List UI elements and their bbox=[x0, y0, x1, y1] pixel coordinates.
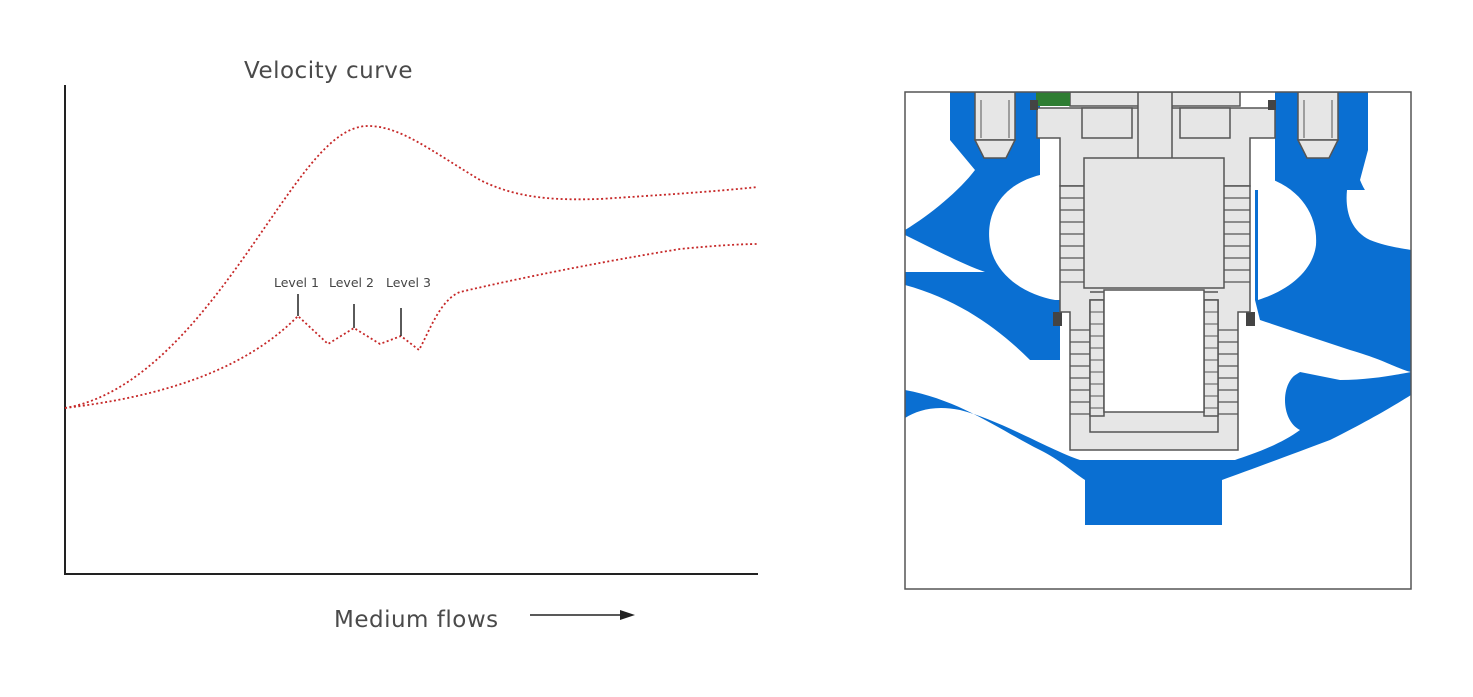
chart-title: Velocity curve bbox=[244, 58, 413, 84]
cage-ports-left bbox=[1060, 197, 1090, 415]
seal-green bbox=[1036, 92, 1070, 106]
level-2-label: Level 2 bbox=[329, 275, 374, 290]
level-1-label: Level 1 bbox=[274, 275, 319, 290]
x-axis-label: Medium flows bbox=[334, 607, 499, 633]
valve-body bbox=[905, 92, 1411, 525]
cage-ports-right bbox=[1218, 197, 1250, 415]
body-cavities bbox=[905, 175, 1411, 398]
valve-cross-section bbox=[904, 91, 1412, 590]
bolt-left bbox=[973, 92, 1017, 159]
velocity-curve-diagram: Velocity curve Level 1 Level 2 Level 3 M… bbox=[64, 58, 759, 633]
valve-plug bbox=[1103, 289, 1205, 413]
level-3-label: Level 3 bbox=[386, 275, 431, 290]
inner-cage-ports bbox=[1090, 311, 1218, 409]
gaskets bbox=[1030, 100, 1276, 326]
valve-frame bbox=[904, 91, 1412, 590]
flow-arrow-icon bbox=[530, 610, 635, 620]
bolt-right bbox=[1296, 92, 1340, 159]
upper-velocity-curve bbox=[64, 125, 759, 409]
lower-velocity-curve bbox=[64, 243, 759, 409]
